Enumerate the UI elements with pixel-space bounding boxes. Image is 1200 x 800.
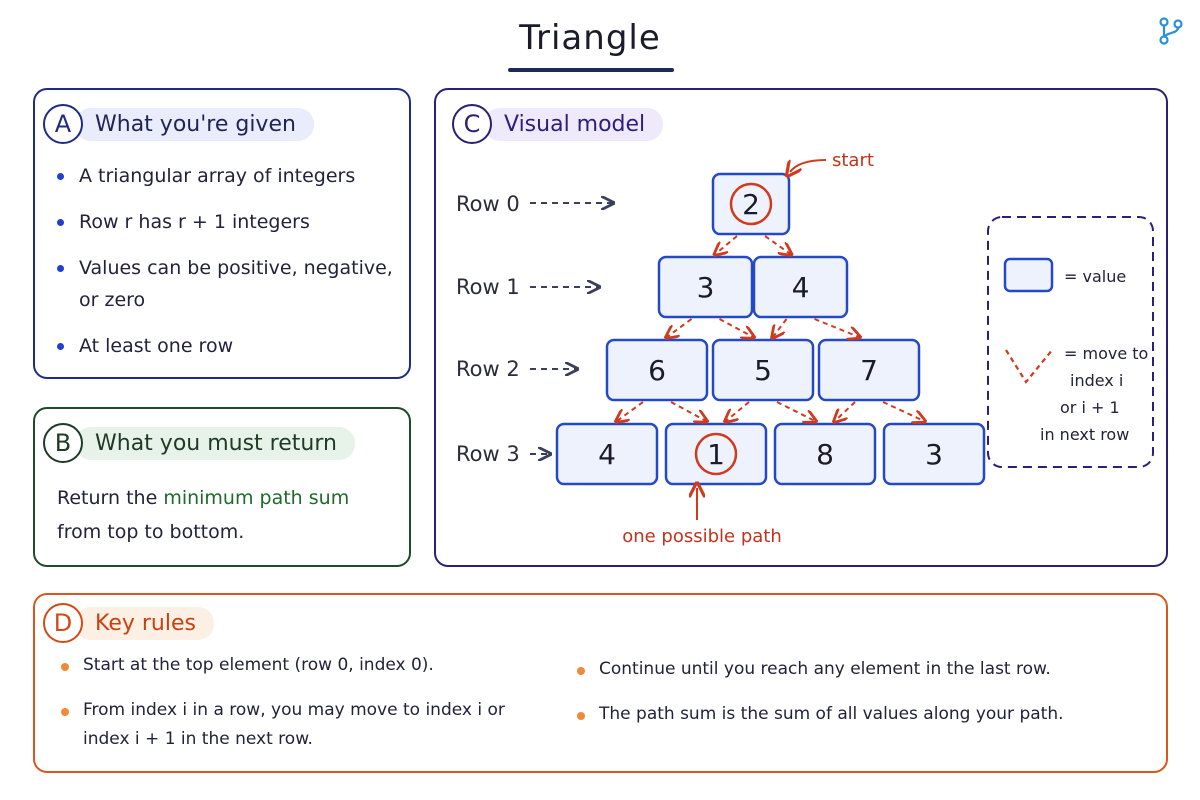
row-label-0: Row 0: [456, 192, 520, 216]
return-highlight: minimum path sum: [163, 487, 350, 509]
return-description: Return the minimum path sum from top to …: [57, 481, 397, 549]
legend-move-line-3: or i + 1: [1060, 398, 1120, 417]
panel-d-header: D Key rules: [43, 603, 214, 643]
triangle-cell: [817, 338, 921, 402]
cell-value: 3: [697, 271, 715, 304]
move-arrow: [835, 401, 856, 421]
panel-c-heading: Visual model: [484, 107, 664, 141]
triangle-cell: [882, 422, 986, 486]
cell-value: 5: [754, 354, 772, 387]
panel-visual-model: C Visual model: [434, 88, 1168, 567]
list-item: At least one row: [53, 330, 403, 362]
panel-c-header: C Visual model: [452, 104, 664, 144]
triangle-cell: [555, 422, 659, 486]
row-label-1: Row 1: [456, 275, 520, 299]
move-arrow: [617, 401, 644, 421]
move-arrows: [617, 235, 924, 421]
panel-key-rules: D Key rules Start at the top element (ro…: [33, 593, 1168, 773]
panel-d-heading: Key rules: [75, 606, 214, 640]
panel-a-letter: A: [43, 104, 83, 144]
panel-given: A What you're given A triangular array o…: [33, 88, 411, 379]
move-arrow: [670, 401, 706, 421]
legend-value-label: = value: [1064, 267, 1126, 286]
panel-return: B What you must return Return the minimu…: [33, 407, 411, 567]
cell-value: 1: [707, 438, 725, 471]
list-item: The path sum is the sum of all values al…: [573, 700, 1133, 729]
cell-value: 4: [792, 271, 810, 304]
list-item: Values can be positive, negative, or zer…: [53, 252, 403, 316]
move-arrow: [882, 401, 924, 421]
list-item: Start at the top element (row 0, index 0…: [57, 651, 547, 680]
panel-d-letter: D: [43, 603, 83, 643]
move-arrow: [764, 235, 791, 254]
given-list: A triangular array of integers Row r has…: [53, 160, 403, 376]
panel-a-heading: What you're given: [75, 107, 314, 141]
triangle-cells: 2 3 4 6 5 7 4 1 8 3: [555, 172, 986, 486]
legend-value-swatch: [1003, 257, 1054, 293]
move-arrow: [814, 318, 860, 337]
legend-move-line-4: in next row: [1040, 425, 1129, 444]
cell-value: 8: [816, 438, 834, 471]
row-label-2: Row 2: [456, 357, 520, 381]
panel-c-letter: C: [452, 104, 492, 144]
triangle-cell: [752, 255, 849, 319]
move-arrow: [716, 235, 738, 254]
rules-right-list: Continue until you reach any element in …: [573, 655, 1133, 745]
start-arrow: [790, 159, 827, 172]
move-arrow: [726, 401, 750, 421]
list-item: A triangular array of integers: [53, 160, 403, 192]
panel-b-heading: What you must return: [75, 426, 355, 460]
title-underline: [508, 68, 674, 72]
return-text-before: Return the: [57, 487, 164, 509]
cell-value: 7: [860, 354, 878, 387]
path-highlight-circle: [729, 182, 773, 226]
cell-value: 2: [742, 188, 760, 221]
triangle-cell: [711, 172, 791, 236]
triangle-cell: [664, 422, 768, 486]
path-highlight-circle: [694, 432, 738, 476]
cell-value: 4: [598, 438, 616, 471]
triangle-cell: [657, 255, 754, 319]
branch-icon[interactable]: [1156, 16, 1186, 46]
panel-b-header: B What you must return: [43, 423, 355, 463]
triangle-cell: [605, 338, 709, 402]
path-label: one possible path: [622, 526, 782, 547]
start-label: start: [832, 150, 874, 171]
rules-left-list: Start at the top element (row 0, index 0…: [57, 651, 547, 770]
move-arrow: [719, 318, 754, 337]
triangle-cell: [711, 338, 815, 402]
list-item: Continue until you reach any element in …: [573, 655, 1133, 684]
row-label-3: Row 3: [456, 442, 520, 466]
panel-b-letter: B: [43, 423, 83, 463]
move-arrow: [776, 401, 815, 421]
legend-move-line-2: index i: [1070, 371, 1123, 390]
page-title: Triangle: [519, 18, 661, 58]
return-text-after: from top to bottom.: [57, 521, 245, 543]
list-item: Row r has r + 1 integers: [53, 206, 403, 238]
list-item: From index i in a row, you may move to i…: [57, 696, 547, 754]
panel-a-header: A What you're given: [43, 104, 314, 144]
legend-move-arrows: [1005, 348, 1054, 384]
triangle-cell: [773, 422, 877, 486]
move-arrow: [773, 318, 788, 337]
cell-value: 6: [648, 354, 666, 387]
legend-box: [987, 216, 1154, 468]
legend-move-line-1: = move to: [1064, 344, 1148, 363]
cell-value: 3: [925, 438, 943, 471]
move-arrow: [667, 318, 693, 337]
